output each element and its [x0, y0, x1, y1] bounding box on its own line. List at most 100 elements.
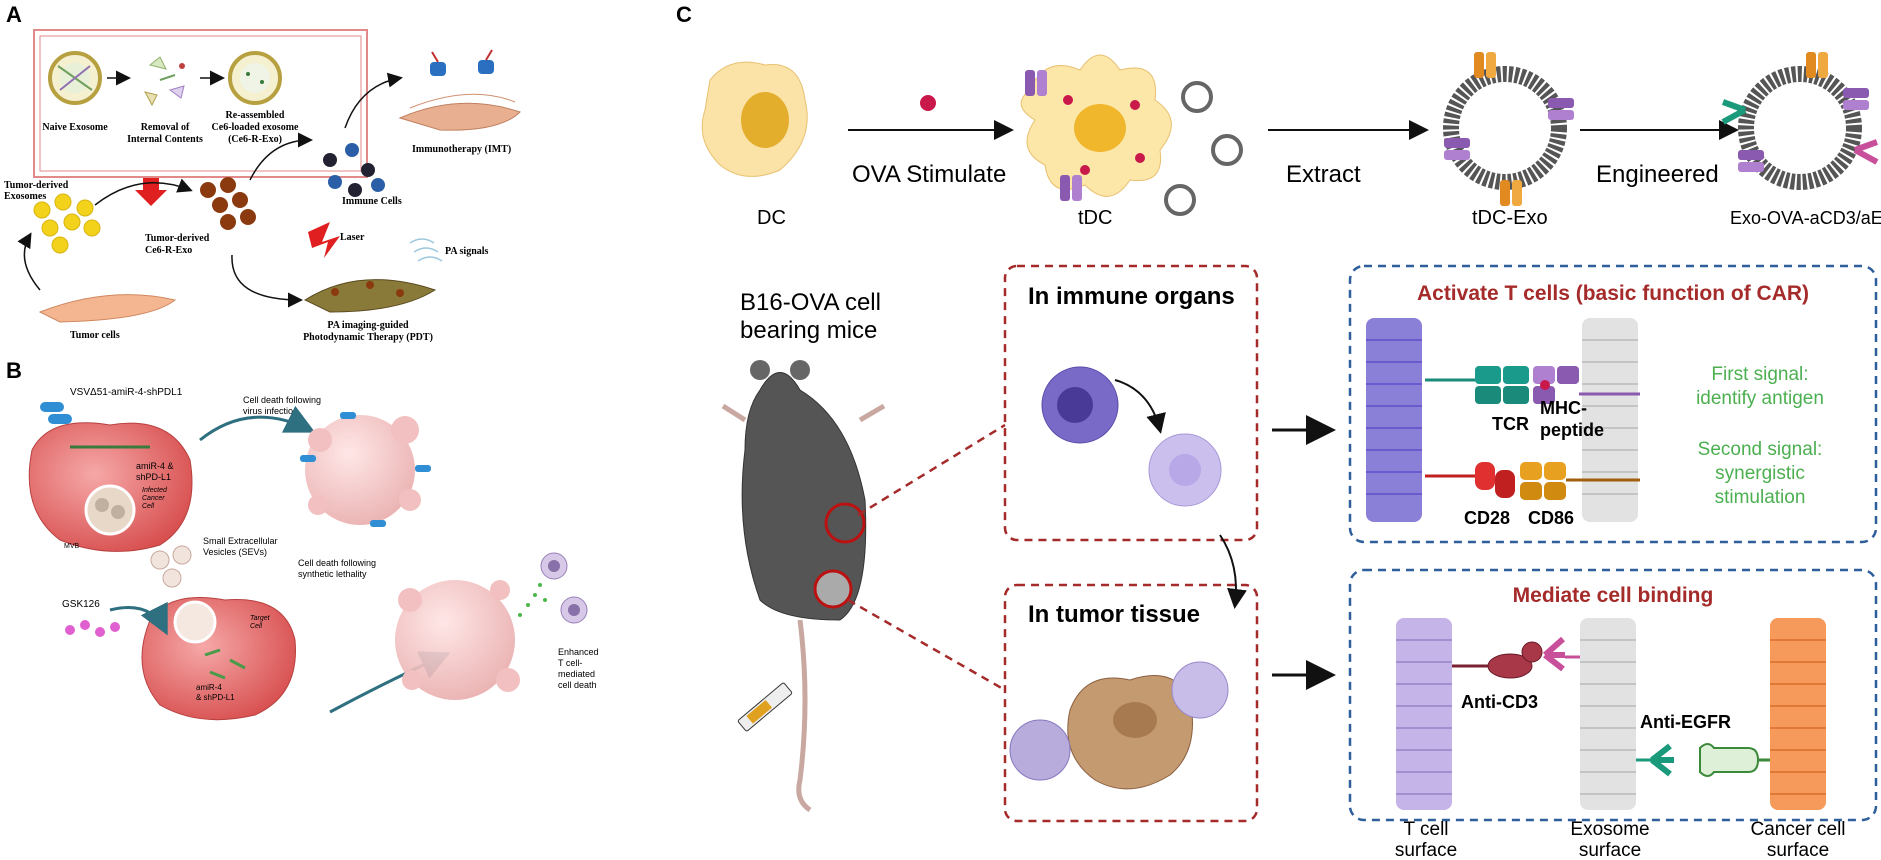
reassembled-label-3: (Ce6-R-Exo)	[228, 134, 282, 145]
enhanced-label-1: Enhanced	[558, 647, 599, 657]
immune-cells-label: Immune Cells	[342, 196, 402, 207]
death1-label-1: Cell death following	[243, 395, 321, 405]
naive-exosome-label: Naive Exosome	[42, 122, 108, 133]
infected-label-2: Cancer	[142, 495, 165, 502]
exo-surface-label-1: Exosome	[1570, 819, 1649, 840]
imt-label: Immunotherapy (IMT)	[412, 144, 511, 155]
tcell-surface-label-1: T cell	[1403, 819, 1448, 840]
panel-c-letter: C	[676, 2, 692, 27]
ce6-r-exo-icon	[200, 177, 256, 230]
pdt-tissue-icon	[303, 279, 437, 313]
t-cell-membrane-2	[1396, 618, 1452, 810]
vsv-label: VSVΔ51-amiR-4-shPDL1	[70, 387, 183, 398]
t-cell-membrane-1	[1366, 318, 1422, 522]
exosome-membrane-2	[1580, 618, 1636, 810]
amir-label-2: shPD-L1	[136, 472, 171, 482]
activate-tcells-title: Activate T cells (basic function of CAR)	[1417, 282, 1809, 305]
mouse-icon	[721, 360, 886, 813]
panel-b-letter: B	[6, 358, 22, 383]
cd28-cd86-icon	[1425, 462, 1640, 500]
ova-stimulate-label: OVA Stimulate	[852, 161, 1006, 188]
tdc-exo-icon	[1443, 52, 1574, 206]
sev-label-1: Small Extracellular	[203, 536, 278, 546]
pa-signal-waves-icon	[409, 238, 443, 262]
dying-cell-2-icon	[395, 580, 520, 700]
gsk126-molecule-icon	[65, 620, 120, 637]
mhc-label-2: peptide	[1540, 420, 1604, 440]
enhanced-label-3: mediated	[558, 669, 595, 679]
red-down-arrow-icon	[135, 178, 167, 206]
immune-organs-box	[1003, 264, 1259, 542]
mhc-label-1: MHC-	[1540, 398, 1587, 418]
tdc-exo-label: tDC-Exo	[1472, 207, 1548, 229]
sev-vesicles-icon	[150, 545, 192, 588]
removal-label-1: Removal of	[141, 122, 190, 133]
immune-organ-marker-icon	[824, 502, 866, 544]
infected-label-3: Cell	[142, 503, 155, 510]
exosome-process-box	[33, 29, 368, 178]
removed-contents-icon	[144, 56, 185, 107]
tumor-cells-label: Tumor cells	[70, 330, 120, 341]
t-cell-icon	[518, 552, 588, 624]
cancer-surface-label-1: Cancer cell	[1750, 819, 1845, 840]
ova-antigen-icon	[920, 95, 936, 111]
reassembled-label-2: Ce6-loaded exosome	[212, 122, 299, 133]
second-signal-label-2: synergistic	[1715, 463, 1805, 484]
syringe-icon	[737, 682, 793, 732]
vsv-virus-icon	[40, 402, 72, 424]
immunotherapy-tissue-icon	[398, 49, 521, 131]
first-signal-label-1: First signal:	[1711, 364, 1808, 385]
exo-surface-label-2: surface	[1579, 840, 1641, 860]
small-exosomes-icon	[1164, 81, 1243, 216]
ce6-r-exo-label-1: Tumor-derived	[145, 233, 210, 244]
second-signal-label-1: Second signal:	[1698, 439, 1823, 460]
immune-organs-title: In immune organs	[1028, 283, 1235, 310]
removal-label-2: Internal Contents	[127, 134, 203, 145]
tumor-cells-icon	[38, 294, 177, 323]
tcell-surface-label-2: surface	[1395, 840, 1457, 860]
tumor-tissue-box	[1003, 583, 1259, 823]
reassembled-label-1: Re-assembled	[226, 110, 285, 121]
laser-bolt-icon	[308, 222, 340, 258]
mvb-label: MVB	[64, 543, 80, 550]
tcr-receptor-icon	[1425, 366, 1529, 404]
yellow-exosomes-icon	[33, 193, 101, 254]
amir2-label-2: & shPD-L1	[196, 693, 235, 702]
mediate-binding-box	[1348, 568, 1878, 822]
mediate-binding-title: Mediate cell binding	[1513, 584, 1714, 607]
death1-label-2: virus infection	[243, 406, 298, 416]
gsk-label: GSK126	[62, 599, 100, 610]
extract-label: Extract	[1286, 161, 1361, 188]
death2-label-1: Cell death following	[298, 558, 376, 568]
exosome-membrane-1	[1582, 318, 1638, 522]
panel-a-letter: A	[6, 2, 22, 27]
second-signal-label-3: stimulation	[1715, 487, 1806, 508]
amir-label-1: amiR-4 &	[136, 461, 174, 471]
target-label-1: Target	[250, 615, 271, 622]
enhanced-label-4: cell death	[558, 680, 597, 690]
tumor-tissue-title: In tumor tissue	[1028, 601, 1200, 628]
cd28-label: CD28	[1464, 508, 1510, 528]
anti-egfr-label: Anti-EGFR	[1640, 712, 1731, 732]
anti-egfr-binding-icon	[1636, 743, 1770, 777]
sev-label-2: Vesicles (SEVs)	[203, 547, 267, 557]
naive-exosome-icon	[48, 51, 102, 105]
mvb-icon	[84, 484, 136, 536]
mice-label-2: bearing mice	[740, 317, 877, 344]
target-label-2: Cell	[250, 623, 263, 630]
pdt-label-1: PA imaging-guided	[327, 320, 409, 331]
tumor-tissue-cells-icon	[1009, 661, 1229, 790]
anti-cd3-binding-icon	[1452, 636, 1580, 679]
ce6-exosome-icon	[228, 51, 282, 105]
activate-tcells-box	[1348, 264, 1878, 544]
tumor-exosomes-label-1: Tumor-derived	[4, 180, 69, 191]
tumor-exosomes-label-2: Exosomes	[4, 191, 46, 202]
tdc-cell-icon	[1020, 54, 1172, 201]
pdt-label-2: Photodynamic Therapy (PDT)	[303, 332, 433, 343]
tumor-marker-icon	[813, 569, 853, 609]
engineered-exo-icon	[1721, 52, 1879, 190]
immune-organ-cells-icon	[1041, 366, 1222, 507]
laser-label: Laser	[340, 232, 365, 243]
anti-cd3-label: Anti-CD3	[1461, 692, 1538, 712]
